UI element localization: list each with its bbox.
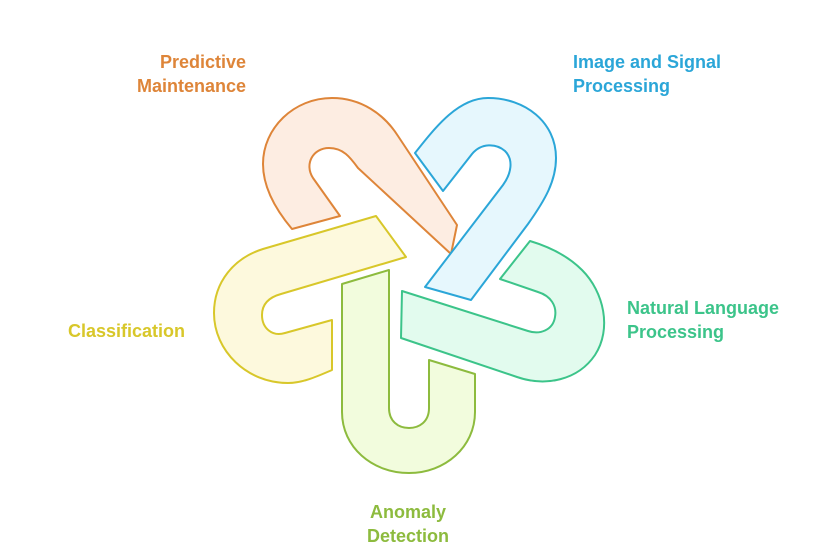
label-line: Processing — [627, 322, 725, 342]
classification-hook — [213, 215, 407, 384]
natural-language-processing-hook — [400, 240, 606, 383]
predictive-maintenance-hook — [262, 97, 458, 255]
label-line: Natural Language — [627, 298, 780, 318]
label-classification: Classification — [68, 319, 185, 343]
label-line: Processing — [573, 76, 671, 96]
label-image-signal-processing: Image and Signal Processing — [573, 50, 721, 98]
image-signal-processing-hook — [414, 97, 557, 301]
label-line: Image and Signal — [573, 52, 722, 72]
label-line: Classification — [68, 321, 186, 341]
label-line: Anomaly — [369, 502, 447, 522]
anomaly-detection-hook — [341, 269, 476, 474]
label-line: Detection — [366, 526, 449, 546]
label-predictive-maintenance: Predictive Maintenance — [118, 50, 246, 98]
label-natural-language-processing: Natural Language Processing — [627, 296, 779, 344]
label-line: Maintenance — [136, 76, 246, 96]
label-line: Predictive — [159, 52, 246, 72]
label-anomaly-detection: Anomaly Detection — [348, 500, 468, 548]
